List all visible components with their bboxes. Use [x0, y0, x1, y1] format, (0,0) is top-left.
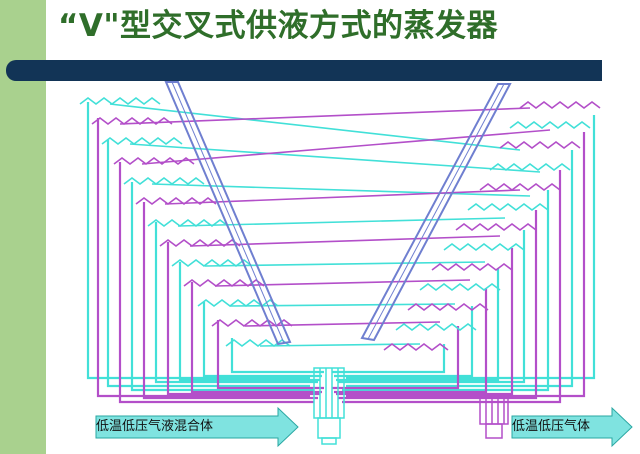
loop-cyan-5	[178, 262, 500, 382]
loop-magenta-2	[118, 162, 562, 404]
slide-title: “V"型交叉式供液方式的蒸发器	[58, 8, 499, 44]
loop-cyan-1	[86, 102, 596, 380]
loop-magenta-3	[142, 202, 538, 400]
loop-cyan-3	[130, 182, 550, 392]
loop-cyan-7	[230, 338, 446, 374]
loop-magenta-4	[166, 242, 514, 396]
loop-cyan-6	[202, 302, 474, 378]
outlet-arrow	[511, 406, 633, 448]
loop-magenta-5	[190, 282, 488, 394]
loop-cyan-2	[106, 140, 574, 388]
right-coil-fins	[383, 101, 601, 351]
outlet-label: 低温低压气体	[512, 419, 591, 434]
inlet-label: 低温低压气液混合体	[96, 419, 214, 434]
inlet-distributor	[313, 367, 345, 445]
left-coil-fins	[79, 97, 293, 347]
left-diagonal-header	[164, 81, 292, 346]
inlet-arrow	[95, 406, 299, 448]
refrigerant-loops	[86, 102, 596, 404]
outlet-header	[479, 397, 509, 439]
right-diagonal-header	[360, 83, 512, 342]
loop-magenta-6	[216, 320, 460, 390]
loop-cyan-4	[154, 222, 526, 384]
title-underline-bar	[6, 60, 602, 81]
loop-magenta-1	[96, 118, 586, 398]
v-headers	[164, 81, 512, 346]
